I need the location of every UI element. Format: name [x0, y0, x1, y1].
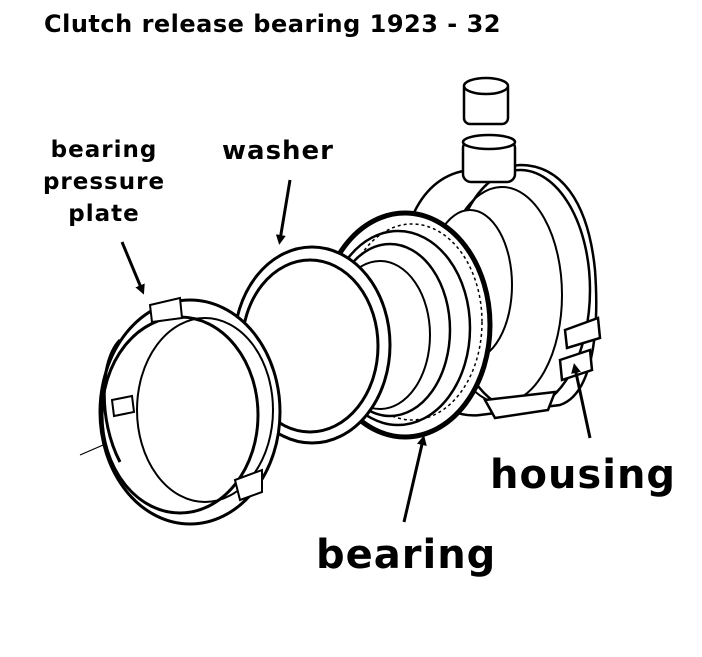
label-bearing: bearing [316, 532, 497, 578]
label-line-2: pressure [42, 169, 166, 195]
label-bearing-pressure-plate: bearing pressure plate [24, 134, 184, 230]
label-housing: housing [490, 452, 677, 498]
diagram-title: Clutch release bearing 1923 - 32 [44, 10, 501, 38]
arrow-housing [571, 363, 592, 439]
arrow-pressure-plate [120, 241, 145, 295]
arrow-bearing [402, 435, 427, 523]
label-line-3: plate [68, 201, 140, 227]
arrow-washer [275, 179, 292, 245]
arrows [120, 179, 592, 523]
pressure-plate-part [98, 296, 282, 526]
label-line-1: bearing [50, 137, 158, 163]
label-washer: washer [222, 136, 335, 166]
